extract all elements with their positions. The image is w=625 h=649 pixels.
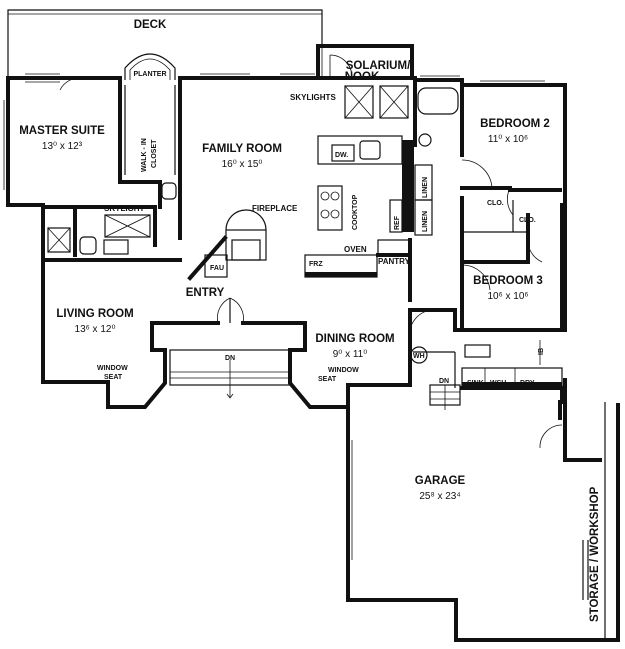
dn-label-2: DN — [439, 378, 449, 385]
bedroom-3-dimensions: 10⁶ x 10⁶ — [487, 291, 528, 302]
dn-label-1: DN — [225, 355, 235, 362]
skylights-label: SKYLIGHTS — [290, 93, 336, 102]
master-suite-dimensions: 13⁰ x 12³ — [42, 141, 83, 152]
ref-label: REF — [394, 215, 401, 230]
skylight-label: SKYLIGHT — [104, 204, 145, 213]
solarium — [321, 46, 409, 119]
dining-room-label: DINING ROOM — [315, 333, 394, 345]
kitchen — [304, 87, 459, 278]
frz-label: FRZ — [309, 261, 323, 268]
fau-label: FAU — [210, 265, 224, 272]
walk-in-closet-label-1: WALK - IN — [141, 138, 148, 172]
planter: PLANTER — [124, 53, 176, 80]
master-suite-label: MASTER SUITE — [19, 125, 105, 137]
family-room-dimensions: 16⁰ x 15⁰ — [222, 159, 263, 170]
ib-label: IB — [538, 348, 545, 355]
fireplace — [187, 209, 267, 281]
garage-dimensions: 25⁸ x 23⁴ — [419, 491, 460, 502]
wh-label: WH — [413, 353, 425, 360]
solarium-label-2: NOOK — [345, 71, 380, 83]
bedroom-3-label: BEDROOM 3 — [473, 275, 543, 287]
dining-room-dimensions: 9⁰ x 11⁰ — [333, 349, 368, 360]
family-room-label: FAMILY ROOM — [202, 143, 282, 155]
pantry-label: PANTRY — [378, 257, 411, 266]
clo-label-1: CLO. — [487, 200, 504, 207]
cooktop-label: COOKTOP — [352, 194, 359, 230]
laundry — [410, 340, 563, 410]
windows — [3, 73, 545, 190]
bedroom-2-label: BEDROOM 2 — [480, 118, 550, 130]
wsh-label: WSH — [490, 380, 506, 387]
clo-label-2: CLO. — [519, 217, 536, 224]
garage-label: GARAGE — [415, 475, 466, 487]
window-seat-2-label-1: WINDOW — [328, 367, 359, 374]
deck-label: DECK — [134, 19, 167, 31]
living-room-label: LIVING ROOM — [56, 308, 133, 320]
linen-label-1: LINEN — [422, 177, 429, 198]
doors — [59, 77, 563, 449]
deck — [7, 9, 323, 78]
living-room-dimensions: 13⁶ x 12⁰ — [75, 324, 116, 335]
planter-label: PLANTER — [133, 71, 166, 78]
garage-doors — [351, 440, 589, 600]
storage-workshop-label: STORAGE / WORKSHOP — [589, 486, 601, 622]
linen-label-2: LINEN — [422, 211, 429, 232]
oven-label: OVEN — [344, 245, 367, 254]
front-stairs — [169, 349, 291, 399]
bedroom-2-dimensions: 11⁰ x 10⁶ — [488, 134, 528, 145]
master-bath — [47, 182, 177, 255]
entry-door — [217, 297, 244, 324]
dry-label: DRY — [520, 380, 535, 387]
window-seat-2-label-2: SEAT — [318, 376, 337, 383]
fireplace-label: FIREPLACE — [252, 204, 298, 213]
solarium-label-1: SOLARIUM/ — [346, 60, 411, 72]
dw-label: DW. — [335, 152, 348, 159]
labels: DECK SOLARIUM/ NOOK SKYLIGHTS MASTER SUI… — [19, 19, 601, 622]
window-seat-1-label-2: SEAT — [104, 374, 123, 381]
walk-in-closet-label-2: CLOSET — [151, 139, 158, 168]
window-seat-1-label-1: WINDOW — [97, 365, 128, 372]
exterior-walls — [6, 44, 620, 642]
entry-label: ENTRY — [186, 287, 225, 299]
sink-label: SINK — [467, 380, 484, 387]
